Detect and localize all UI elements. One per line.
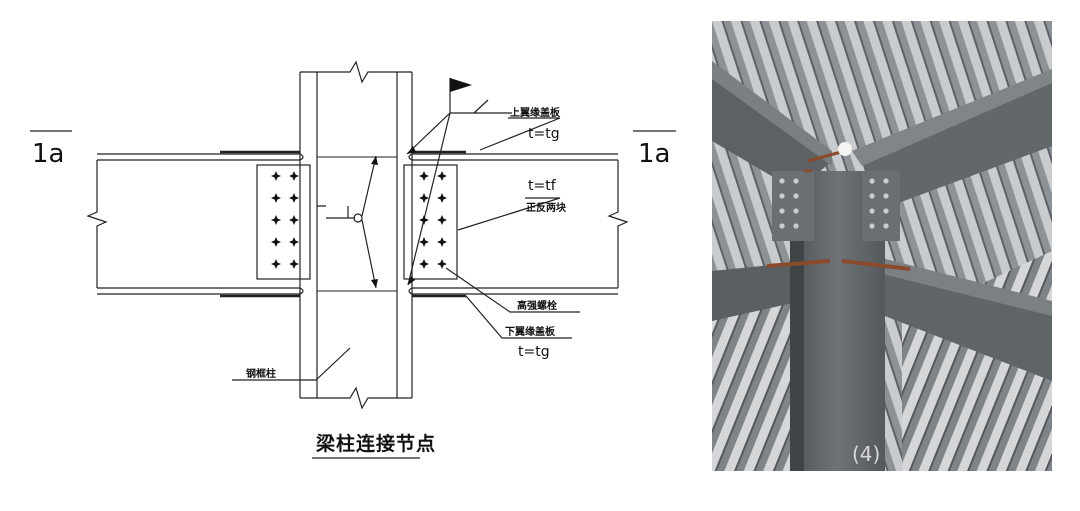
bolt-icon (419, 259, 429, 269)
left-beam-bottom-flange (97, 287, 300, 295)
bolt-icon (271, 215, 281, 225)
bolt-icon (271, 171, 281, 181)
column-label: 钢框柱 (246, 367, 276, 380)
right-beam-bottom-flange (412, 287, 618, 295)
bolt-icon (437, 215, 447, 225)
beam-lower-right (862, 261, 1052, 381)
column-bottom-break (300, 386, 412, 410)
bolt-icon (271, 193, 281, 203)
web-plates-label: 正反两块 (526, 201, 567, 214)
bolt-icon (437, 193, 447, 203)
bolt-icon (437, 171, 447, 181)
bolt-icon (289, 237, 299, 247)
beam-upper-left (712, 76, 832, 191)
bolts-label: 高强螺栓 (517, 299, 557, 312)
web-thickness-label: t=tf (528, 178, 557, 194)
bolt-icon (419, 171, 429, 181)
section-label-right: 1a (638, 139, 670, 169)
bolt-groups (271, 171, 447, 269)
bolt-icon (437, 259, 447, 269)
top-flange-plate-label: 上翼缘盖板 (510, 106, 561, 119)
bolt-icon (289, 215, 299, 225)
beam-upper-right (862, 81, 1052, 211)
bolt-icon (437, 237, 447, 247)
bolt-icon (271, 237, 281, 247)
right-web-plate (403, 164, 458, 280)
bolt-icon (419, 215, 429, 225)
left-web-plate (256, 164, 311, 280)
section-label-left: 1a (32, 139, 64, 169)
handwritten-mark: (4) (852, 442, 880, 466)
bolt-icon (289, 193, 299, 203)
bottom-thickness-label: t=tg (518, 344, 550, 360)
right-beam-top-flange (412, 153, 618, 161)
right-beam-break (607, 160, 629, 288)
beam-column-joint-drawing: 1a 1a 上翼缘盖板 t=tg t=tf 正反两块 高强螺栓 下翼缘盖板 t=… (30, 60, 676, 459)
bolt-icon (419, 193, 429, 203)
weld-flag (450, 78, 472, 92)
left-beam-break (86, 160, 108, 288)
top-thickness-label: t=tg (528, 126, 560, 142)
bottom-flange-plate-label: 下翼缘盖板 (505, 325, 556, 338)
bolt-icon (289, 171, 299, 181)
drawing-caption: 梁柱连接节点 (315, 432, 436, 455)
site-photo: (4) (712, 21, 1052, 471)
bolt-icon (419, 237, 429, 247)
left-beam-top-flange (97, 153, 300, 161)
bolt-icon (289, 259, 299, 269)
bolt-icon (271, 259, 281, 269)
column-top-break (300, 60, 412, 84)
